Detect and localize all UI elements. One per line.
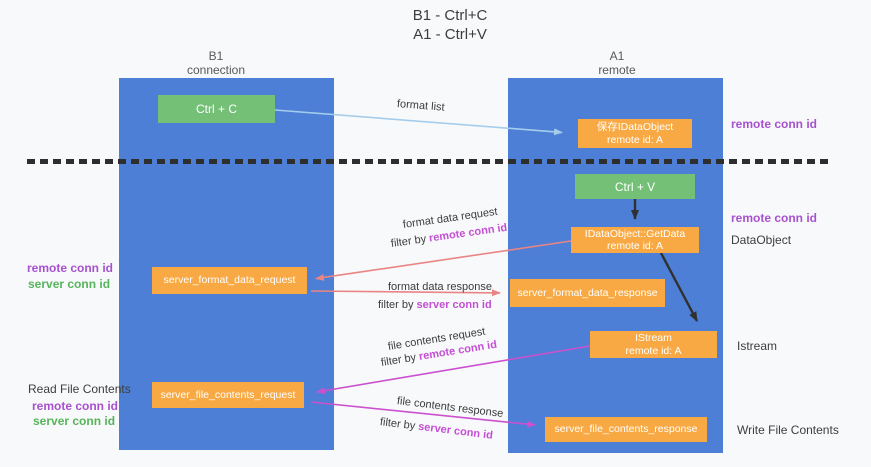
server-file-contents-response-node: server_file_contents_response (545, 417, 707, 442)
ctrl-c-label: Ctrl + C (195, 102, 237, 116)
ctrl-v-label: Ctrl + V (614, 179, 656, 194)
istream-line1: IStream (635, 332, 672, 344)
save-idataobject-line1: 保存IDataObject (596, 121, 674, 133)
right-column-role: remote (598, 63, 636, 77)
getdata-line1: IDataObject::GetData (584, 227, 686, 240)
remote-conn-id-label-top-right: remote conn id (731, 117, 818, 131)
left-column-role: connection (186, 63, 246, 77)
format-list-arrow-label: format list (396, 98, 446, 114)
save-idataobject-node: 保存IDataObject remote id: A (578, 119, 692, 148)
server-format-data-request-node: server_format_data_request (152, 267, 307, 294)
server-format-data-request-label: server_format_data_request (163, 274, 296, 287)
server-format-data-response-node: server_format_data_response (510, 279, 665, 307)
title-line-1: B1 - Ctrl+C (412, 7, 488, 24)
server-file-contents-response-label: server_file_contents_response (554, 423, 698, 436)
write-file-contents-label: Write File Contents (737, 423, 839, 437)
phase-separator-dashed-line (27, 159, 833, 164)
server-conn-id-inline: server conn id (416, 299, 492, 311)
istream-node: IStream remote id: A (590, 331, 717, 358)
remote-conn-id-label-right: remote conn id (731, 211, 818, 225)
format-data-response-arrow-label: format data response (388, 281, 492, 293)
file-contents-response-arrow-label: file contents response (396, 395, 504, 420)
server-file-contents-request-node: server_file_contents_request (152, 382, 304, 408)
filter-by-text: filter by (390, 233, 427, 250)
server-conn-id-label-left-2: server conn id (33, 414, 116, 428)
getdata-line2: remote id: A (606, 240, 664, 252)
right-column-header: A1 remote (542, 49, 692, 77)
right-column-name: A1 (609, 49, 625, 63)
server-conn-id-inline: server conn id (417, 420, 494, 442)
filter-by-text: filter by (380, 351, 417, 369)
istream-side-label: Istream (737, 339, 778, 353)
filter-by-text: filter by (379, 416, 416, 433)
save-idataobject-line2: remote id: A (606, 133, 664, 146)
ctrl-v-node: Ctrl + V (575, 174, 695, 199)
server-conn-id-label-left-1: server conn id (28, 277, 111, 291)
server-file-contents-request-label: server_file_contents_request (160, 388, 296, 401)
ctrl-c-node: Ctrl + C (158, 95, 275, 123)
remote-conn-id-label-left-2: remote conn id (32, 399, 119, 413)
idataobject-getdata-node: IDataObject::GetData remote id: A (571, 227, 699, 253)
left-column-header: B1 connection (141, 49, 291, 77)
title-line-2: A1 - Ctrl+V (413, 26, 487, 43)
filter-by-text: filter by (378, 299, 414, 311)
read-file-contents-label: Read File Contents (28, 382, 131, 396)
remote-conn-id-label-left-1: remote conn id (27, 261, 114, 275)
left-column-name: B1 (208, 49, 224, 63)
server-format-data-response-label: server_format_data_response (517, 286, 658, 299)
diagram-title: B1 - Ctrl+C A1 - Ctrl+V (300, 6, 600, 44)
dataobject-label: DataObject (731, 233, 792, 247)
istream-line2: remote id: A (625, 344, 682, 357)
